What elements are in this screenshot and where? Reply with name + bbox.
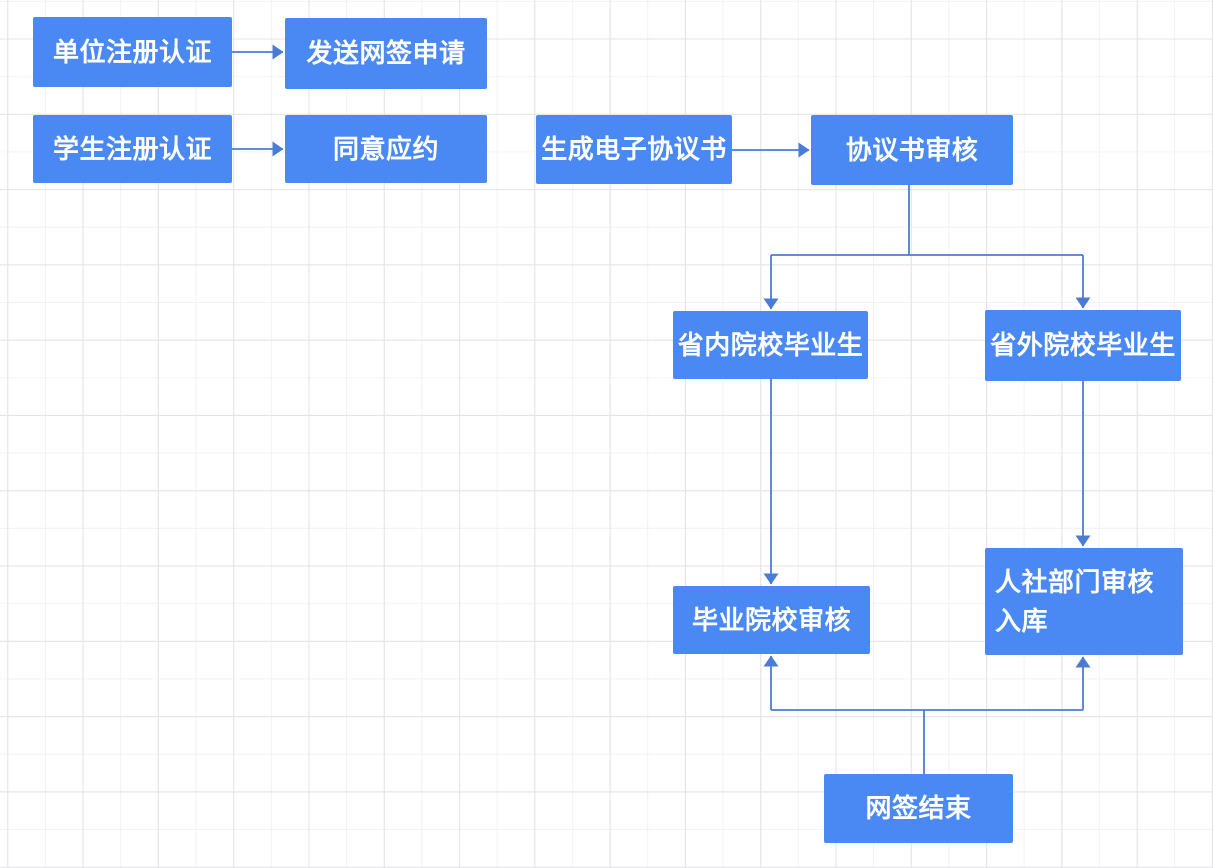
flow-node-label: 网签结束	[865, 793, 972, 823]
flow-node-send-sign-request[interactable]: 发送网签申请	[285, 18, 487, 89]
flow-node-label: 协议书审核	[845, 134, 979, 165]
flow-node-label: 学生注册认证	[52, 133, 212, 164]
flow-node-label: 同意应约	[332, 133, 439, 164]
flow-node-unit-register[interactable]: 单位注册认证	[33, 17, 232, 87]
flow-node-label: 省内院校毕业生	[677, 329, 864, 360]
flow-node-label: 单位注册认证	[52, 36, 212, 67]
flow-node-label: 生成电子协议书	[541, 134, 727, 164]
flow-node-sign-finished[interactable]: 网签结束	[824, 774, 1013, 843]
flow-node-out-province-grad[interactable]: 省外院校毕业生	[985, 310, 1181, 381]
flow-node-hr-dept-review[interactable]: 人社部门审核入库	[985, 548, 1183, 655]
flow-node-label: 发送网签申请	[306, 38, 466, 68]
flow-node-student-register[interactable]: 学生注册认证	[33, 115, 232, 183]
flow-node-label: 人社部门审核入库	[995, 566, 1155, 636]
flow-node-in-province-grad[interactable]: 省内院校毕业生	[673, 311, 868, 379]
flow-node-label: 省外院校毕业生	[990, 330, 1176, 360]
flow-node-generate-agreement[interactable]: 生成电子协议书	[536, 115, 732, 184]
flow-node-label: 毕业院校审核	[691, 604, 851, 635]
flow-node-agree-offer[interactable]: 同意应约	[285, 115, 487, 183]
flow-node-agreement-review[interactable]: 协议书审核	[811, 115, 1013, 185]
flow-node-school-review[interactable]: 毕业院校审核	[673, 586, 870, 654]
